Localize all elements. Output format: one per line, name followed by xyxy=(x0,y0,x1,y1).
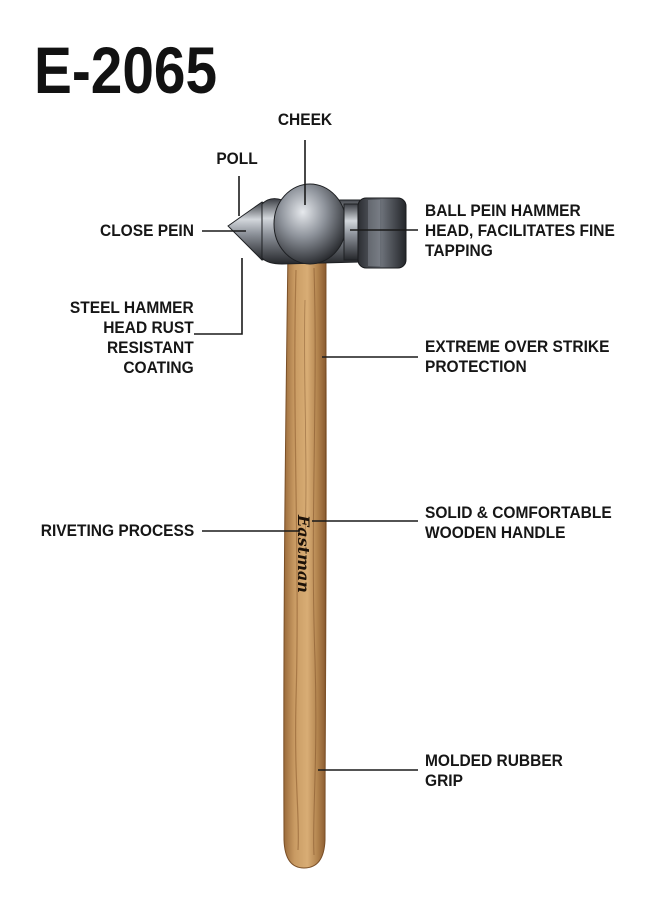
label-poll: POLL xyxy=(216,150,258,168)
label-close-pein: CLOSE PEIN xyxy=(100,222,194,240)
leader-lines xyxy=(194,140,418,771)
leader-steel-head xyxy=(194,258,243,335)
model-title: E-2065 xyxy=(34,33,218,107)
label-steel-head: STEEL HAMMER HEAD RUST RESISTANT COATING xyxy=(70,299,194,377)
label-rubber-grip: MOLDED RUBBER GRIP xyxy=(425,752,563,790)
label-cheek: CHEEK xyxy=(277,111,333,129)
label-ball-pein: BALL PEIN HAMMER HEAD, FACILITATES FINE … xyxy=(425,202,615,260)
label-over-strike: EXTREME OVER STRIKE PROTECTION xyxy=(425,338,610,376)
brand-logo: Eastman xyxy=(294,514,313,593)
label-wooden-handle: SOLID & COMFORTABLE WOODEN HANDLE xyxy=(425,504,612,542)
label-riveting: RIVETING PROCESS xyxy=(40,522,194,540)
hammer-head xyxy=(227,183,407,269)
wooden-handle: Eastman xyxy=(283,249,328,869)
